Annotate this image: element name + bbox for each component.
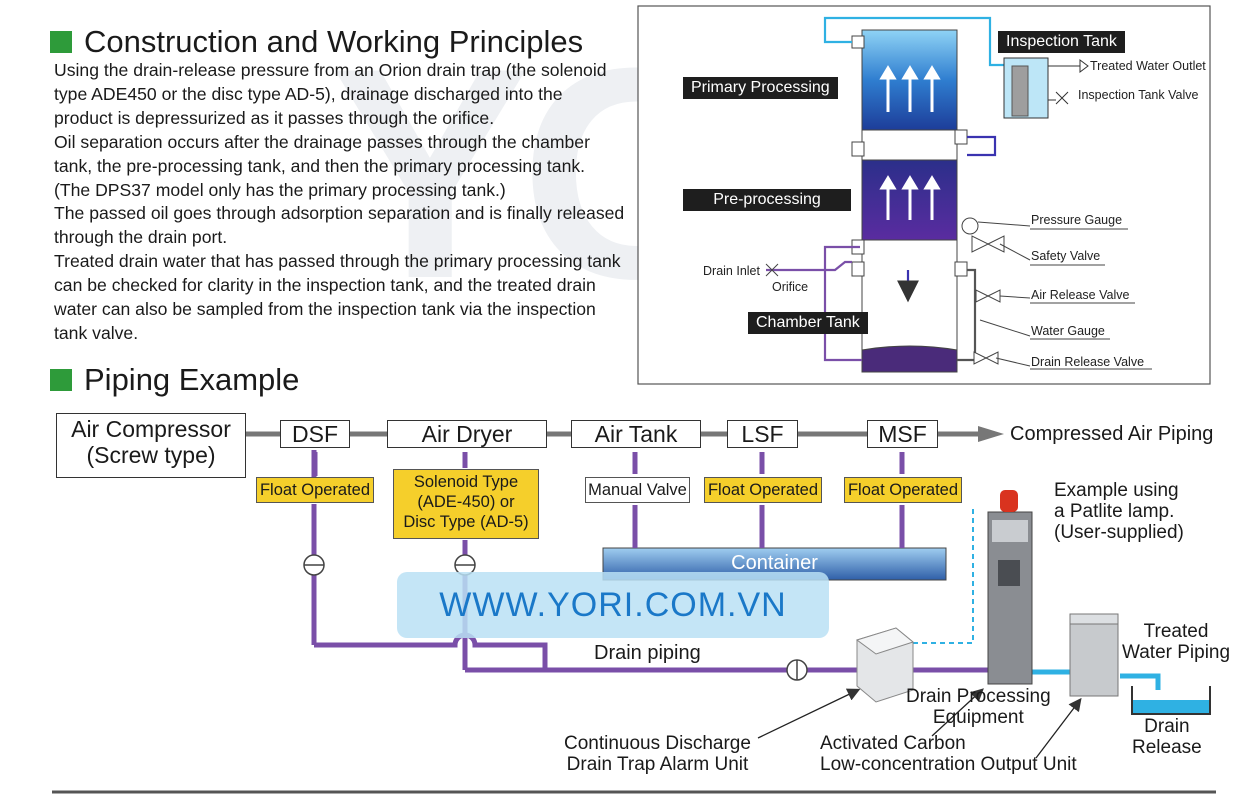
- dsf-box: DSF: [280, 420, 350, 448]
- solenoid-type-label: Solenoid Type (ADE-450) or Disc Type (AD…: [393, 469, 539, 539]
- drain-release-valve-label: Drain Release Valve: [1031, 355, 1145, 369]
- inspection-tank-label: Inspection Tank: [998, 31, 1125, 53]
- website-watermark: WWW.YORI.COM.VN: [397, 572, 829, 638]
- container-label: Container: [731, 552, 818, 574]
- float-operated-msf-label: Float Operated: [844, 477, 962, 503]
- leader-lines: [977, 221, 1152, 370]
- air-release-valve-label: Air Release Valve: [1031, 288, 1130, 302]
- patlite-note: Example using a Patlite lamp. (User-supp…: [1054, 480, 1184, 543]
- check-valves: [303, 554, 808, 681]
- pointer-lines: [757, 688, 1082, 759]
- primary-processing-label: Primary Processing: [683, 77, 838, 99]
- output-unit-label: Activated Carbon Low-concentration Outpu…: [820, 733, 1077, 775]
- orifice-label: Orifice: [772, 280, 809, 294]
- air-dryer-box: Air Dryer: [387, 420, 547, 448]
- float-operated-dsf-label: Float Operated: [256, 477, 374, 503]
- manual-valve-label: Manual Valve: [585, 477, 690, 503]
- pre-processing-label: Pre-processing: [683, 189, 851, 211]
- lsf-box: LSF: [727, 420, 798, 448]
- description-paragraph: Using the drain-release pressure from an…: [54, 60, 607, 128]
- float-operated-lsf-label: Float Operated: [704, 477, 822, 503]
- construction-heading: Construction and Working Principles: [50, 24, 583, 60]
- description-paragraph: Treated drain water that has passed thro…: [54, 251, 621, 343]
- pressure-gauge-label: Pressure Gauge: [1031, 213, 1123, 227]
- description-paragraph: The passed oil goes through adsorption s…: [54, 203, 625, 248]
- drain-release-label: Drain Release: [1132, 716, 1202, 758]
- valves-group: [765, 217, 1005, 365]
- carbon-output-unit: [1069, 613, 1119, 697]
- drain-piping-label: Drain piping: [594, 642, 701, 664]
- green-square-icon: [50, 31, 72, 53]
- water-gauge-label: Water Gauge: [1031, 324, 1105, 338]
- drain-processing-cabinet: [987, 490, 1033, 685]
- chamber-tank-label: Chamber Tank: [748, 312, 868, 334]
- description-paragraph: Oil separation occurs after the drainage…: [54, 131, 590, 200]
- air-compressor-box: Air Compressor (Screw type): [56, 413, 246, 478]
- water-pipes: [1030, 669, 1161, 690]
- drain-processing-equipment-label: Drain Processing Equipment: [906, 686, 1051, 728]
- drain-inlet-label: Drain Inlet: [703, 264, 760, 278]
- signal-line: [913, 508, 974, 644]
- msf-box: MSF: [867, 420, 938, 448]
- construction-title: Construction and Working Principles: [84, 24, 584, 59]
- construction-pipes: [766, 16, 1004, 362]
- piping-title: Piping Example: [84, 362, 300, 397]
- tank-column: [851, 29, 968, 373]
- safety-valve-label: Safety Valve: [1031, 249, 1101, 263]
- air-tank-box: Air Tank: [571, 420, 701, 448]
- inspection-tank: [1003, 57, 1089, 119]
- air-line-arrow: [978, 426, 1004, 442]
- compressed-air-piping-label: Compressed Air Piping: [1010, 423, 1214, 445]
- drain-release-basin: [1131, 686, 1211, 715]
- piping-heading: Piping Example: [50, 362, 299, 398]
- green-square-icon: [50, 369, 72, 391]
- alarm-unit-device: [855, 627, 915, 703]
- inspection-tank-valve-label: Inspection Tank Valve: [1078, 88, 1199, 102]
- alarm-unit-label: Continuous Discharge Drain Trap Alarm Un…: [564, 733, 751, 775]
- description-text: Using the drain-release pressure from an…: [54, 59, 626, 346]
- treated-water-piping-label: Treated Water Piping: [1122, 621, 1231, 663]
- treated-water-outlet-label: Treated Water Outlet: [1090, 59, 1206, 73]
